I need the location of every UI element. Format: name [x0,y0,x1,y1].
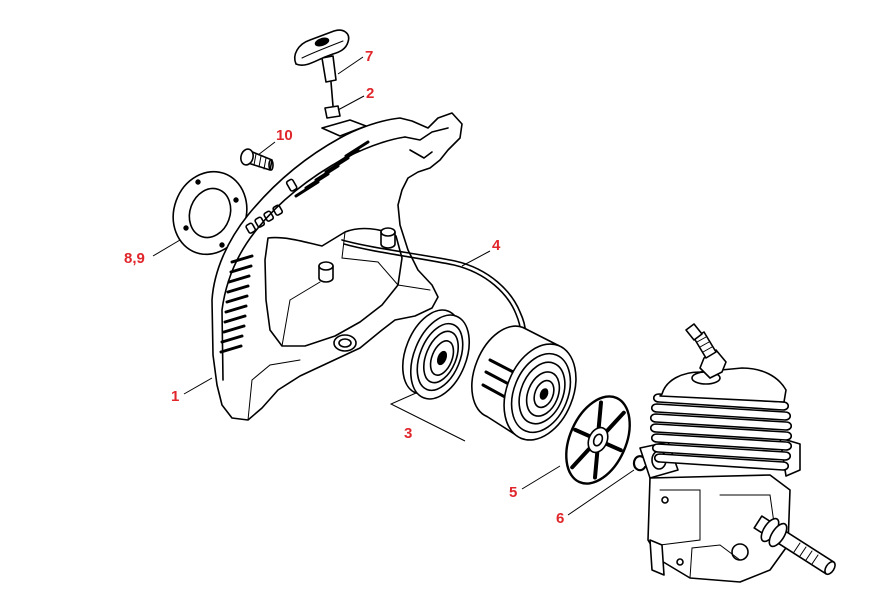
leader-7 [337,56,364,75]
embossed-marks [245,178,298,234]
starter-housing [211,112,463,421]
crankshaft [753,515,836,576]
rewind-spring [401,309,471,400]
leader-5 [521,465,561,490]
leader-8-9 [152,239,181,257]
callout-screw: 10 [276,127,293,144]
screw [240,148,274,171]
side-vent-grille [219,254,254,354]
leader-3 [389,392,466,442]
leader-10 [257,141,276,156]
callout-rewind-spring: 3 [404,425,412,442]
leader-1 [183,377,213,395]
leader-4 [461,250,491,267]
callout-spring-clip: 6 [556,510,564,527]
pawl-carrier-disc [565,395,631,485]
rotor-post [380,227,396,249]
callout-housing: 1 [171,388,179,405]
rope-end [330,81,334,107]
callout-labels: 7 2 10 8,9 4 1 3 5 6 [124,48,564,527]
spark-plug [685,323,727,379]
top-vent-grille [294,140,370,198]
callout-washer: 8,9 [124,250,145,267]
callout-grommet: 2 [366,85,374,102]
guide-pin [318,261,334,283]
mount-boss [333,334,357,352]
starter-grip-handle [294,29,350,83]
rope-grommet [324,105,341,119]
spring-clip [632,455,647,472]
cylinder-fins [649,393,793,471]
rope-rotor [471,325,577,441]
engine-block [639,367,836,583]
leader-lines [152,56,635,516]
callout-handle: 7 [365,48,373,65]
callout-rope: 4 [492,237,501,254]
callout-pawl: 5 [509,484,517,501]
leader-6 [567,469,635,516]
leader-2 [337,95,365,111]
